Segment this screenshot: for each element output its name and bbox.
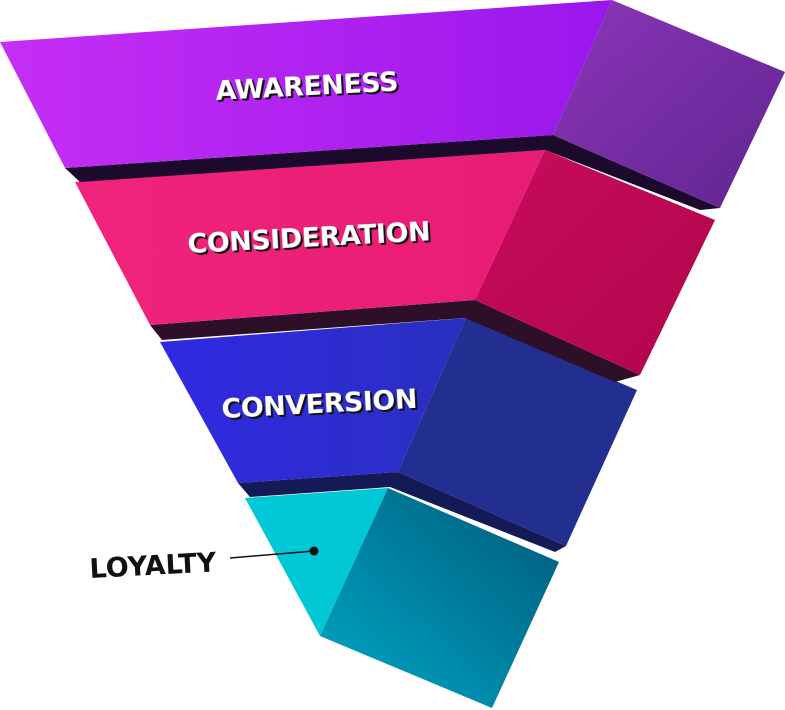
conversion-underside xyxy=(238,472,566,552)
consideration-side-face xyxy=(475,150,715,375)
funnel-stage-loyalty xyxy=(245,488,559,708)
funnel-stage-awareness: AWARENESS xyxy=(0,0,785,210)
awareness-underside xyxy=(65,135,720,210)
consideration-front-face xyxy=(75,150,545,325)
funnel-stage-conversion: CONVERSION xyxy=(160,318,637,552)
consideration-underside xyxy=(150,300,640,382)
conversion-side-face xyxy=(398,318,637,546)
loyalty-label: LOYALTY xyxy=(89,547,218,585)
callout-dot xyxy=(309,546,319,556)
loyalty-side-face xyxy=(320,488,559,708)
awareness-side-face xyxy=(553,0,785,208)
funnel-stage-consideration: CONSIDERATION xyxy=(75,150,715,382)
conversion-front-face xyxy=(160,318,466,483)
loyalty-front-face xyxy=(245,488,388,636)
awareness-front-face xyxy=(0,0,612,168)
loyalty-callout: LOYALTY xyxy=(89,546,319,585)
callout-line xyxy=(229,550,315,559)
